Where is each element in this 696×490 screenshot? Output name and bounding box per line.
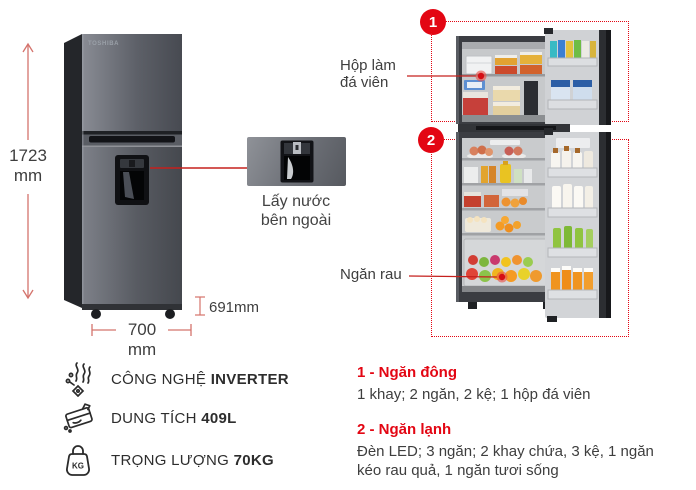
- spec-capacity-value: 409L: [201, 409, 237, 427]
- brand-logo: TOSHIBA: [88, 41, 119, 47]
- dispenser-detail-box: [247, 137, 346, 186]
- width-unit: mm: [127, 340, 157, 359]
- freezer-marker-badge: 1: [420, 9, 446, 35]
- compartment-descriptions: 1 - Ngăn đông 1 khay; 2 ngăn, 2 kệ; 1 hộ…: [357, 364, 691, 490]
- spec-weight-text: TRỌNG LƯỢNG 70KG: [111, 452, 274, 469]
- freezer-description: 1 khay; 2 ngăn, 2 kệ; 1 hộp đá viên: [357, 386, 591, 403]
- freezer-heading: 1 - Ngăn đông: [357, 364, 457, 381]
- height-dimension: 1723 mm: [4, 146, 52, 186]
- inverter-icon: [58, 361, 98, 397]
- width-value: 700: [127, 320, 157, 339]
- weight-icon: KG: [58, 442, 98, 478]
- weight-icon-text: KG: [72, 462, 84, 471]
- spec-weight-value: 70KG: [233, 451, 275, 469]
- fridge-heading: 2 - Ngăn lạnh: [357, 421, 452, 438]
- fridge-description: Đèn LED; 3 ngăn; 2 khay chứa, 3 kệ, 1 ng…: [357, 443, 654, 479]
- fridge-marker-badge: 2: [418, 127, 444, 153]
- width-dimension: 700 mm: [117, 320, 167, 360]
- spec-inverter-label: CÔNG NGHỆ: [111, 370, 207, 388]
- closed-fridge-illustration: TOSHIBA: [64, 34, 182, 319]
- spec-weight-label: TRỌNG LƯỢNG: [111, 451, 230, 469]
- spec-inverter-text: CÔNG NGHỆ INVERTER: [111, 371, 289, 388]
- open-fridge-illustration: [456, 28, 611, 322]
- ice-box-label: Hộp làm đá viên: [340, 57, 396, 91]
- water-dispenser: [115, 155, 149, 205]
- spec-row-capacity: DUNG TÍCH 409L: [58, 402, 237, 434]
- veg-drawer-label: Ngăn rau: [340, 266, 402, 283]
- dispenser-closeup-art: [280, 140, 313, 183]
- spec-row-inverter: CÔNG NGHỆ INVERTER: [58, 361, 289, 397]
- height-value: 1723: [9, 146, 47, 165]
- freezer-door-art: [544, 28, 611, 125]
- spec-capacity-label: DUNG TÍCH: [111, 409, 197, 427]
- capacity-icon: [58, 402, 98, 434]
- dispenser-callout-label: Lấy nước bên ngoài: [260, 193, 332, 229]
- height-unit: mm: [13, 166, 43, 185]
- spec-row-weight: KG TRỌNG LƯỢNG 70KG: [58, 442, 274, 478]
- spec-capacity-text: DUNG TÍCH 409L: [111, 410, 237, 427]
- spec-inverter-value: INVERTER: [210, 370, 289, 388]
- fridge-door-art: [544, 128, 611, 322]
- depth-dimension: 691mm: [209, 299, 260, 316]
